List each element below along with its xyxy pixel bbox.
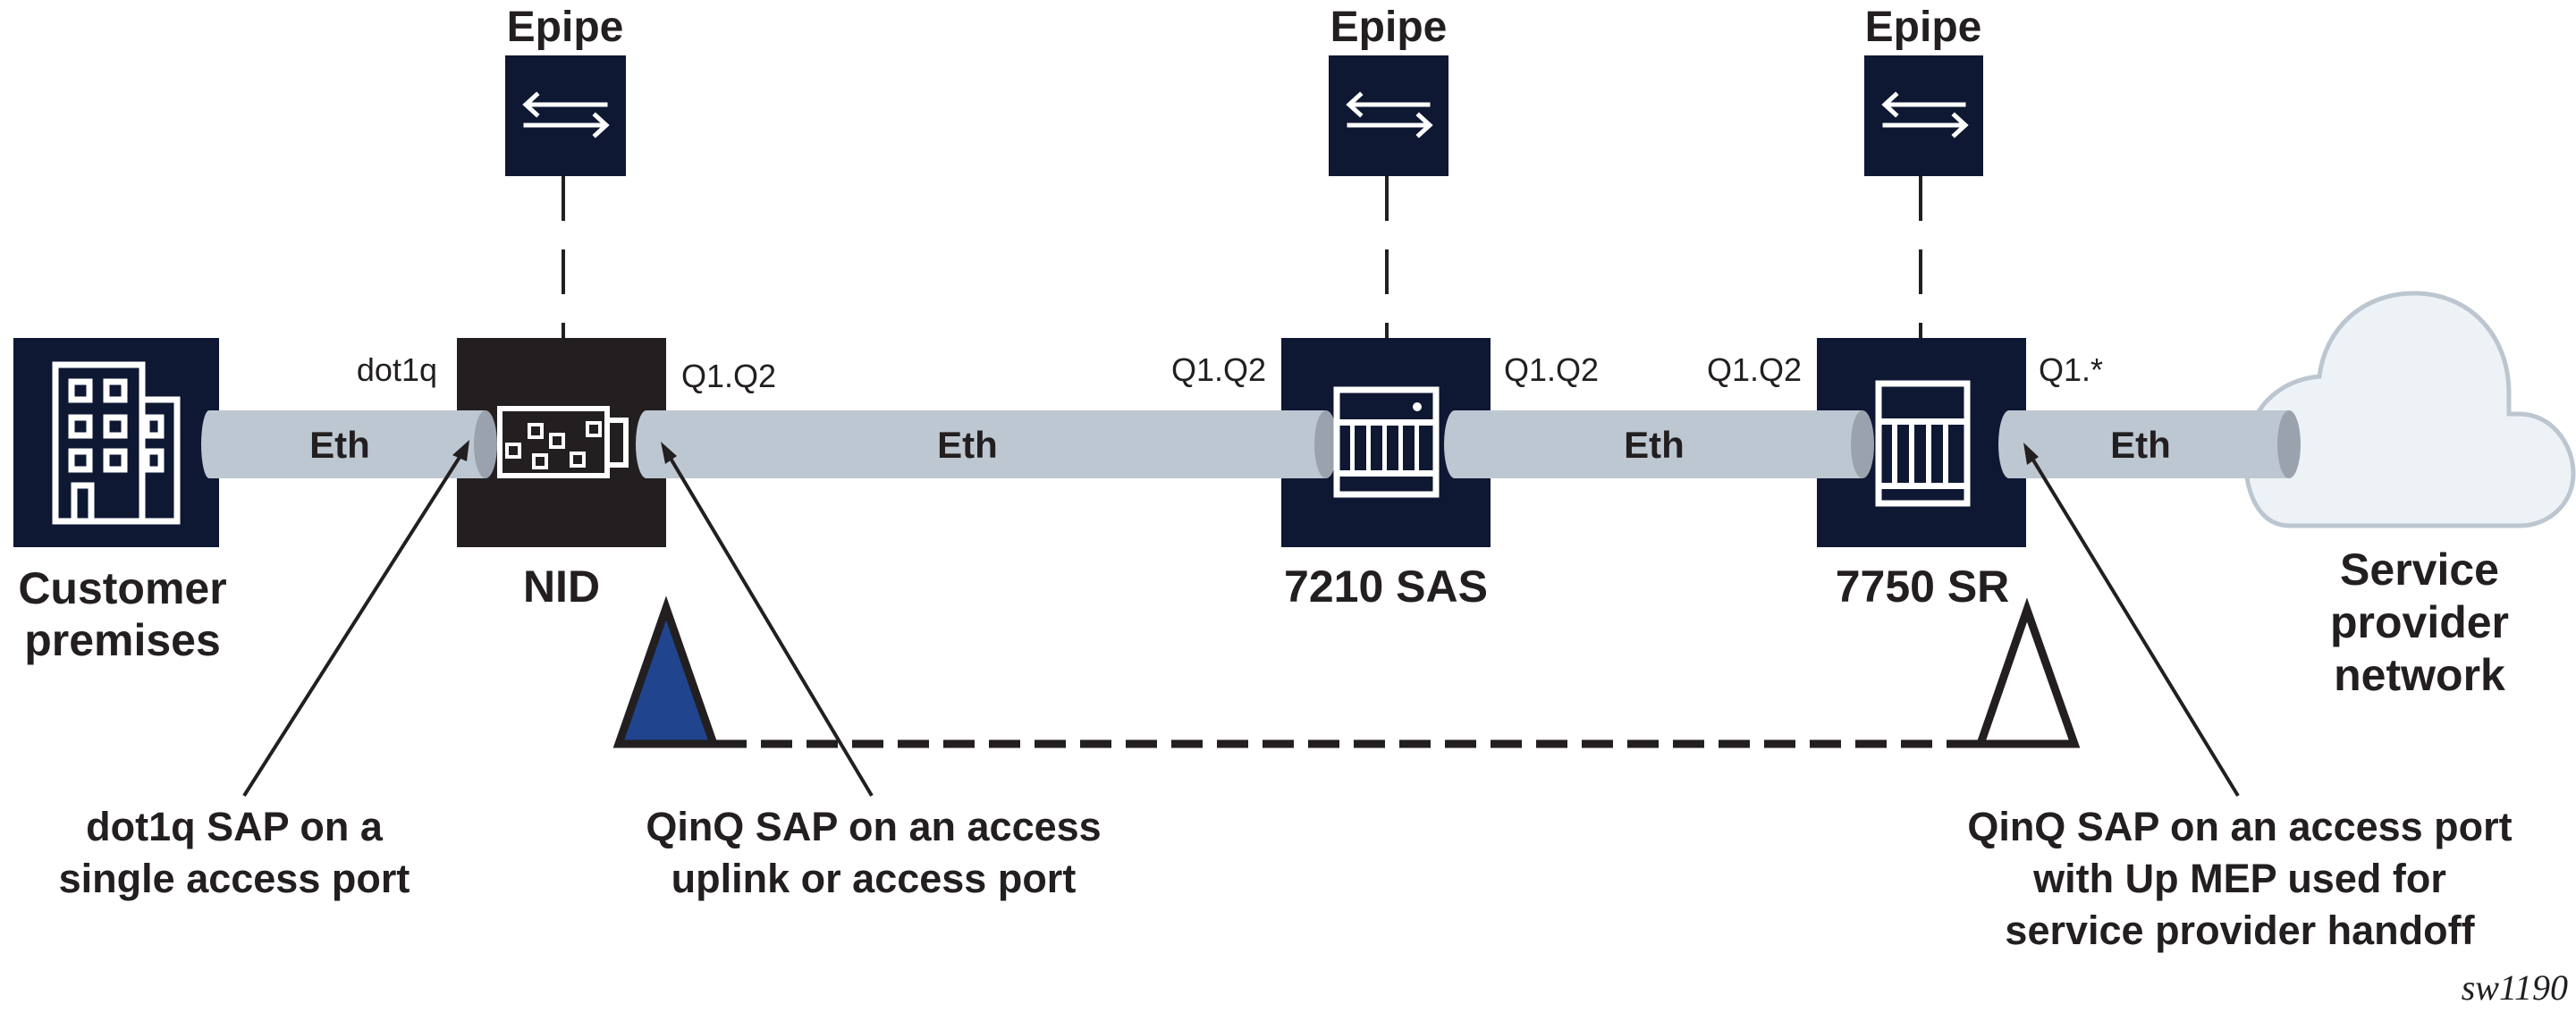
customer-premises-label-1: Customer [18, 563, 226, 613]
sr-chassis-icon [1875, 380, 1971, 507]
sr-label: 7750 SR [1836, 561, 2010, 612]
up-mep-triangle [1974, 597, 2081, 748]
arrowhead-qinq-sap-sr [2023, 443, 2039, 465]
customer-premises-box [13, 338, 219, 547]
note-qinq-nid-line2: uplink or access port [671, 856, 1077, 901]
eth-link-1: Eth [201, 410, 497, 478]
note-qinq-nid-line1: QinQ SAP on an access [646, 804, 1101, 849]
note-dot1q-line2: single access port [59, 856, 410, 901]
bidirectional-arrows-icon [522, 91, 610, 139]
bidirectional-arrows-icon [1346, 91, 1433, 139]
sas-in-port-label: Q1.Q2 [1171, 351, 1266, 388]
sr-in-port-label: Q1.Q2 [1707, 351, 1802, 388]
cloud-icon [2242, 291, 2576, 528]
arrow-dot1q-sap [242, 450, 465, 798]
eth-link-4-label: Eth [2110, 424, 2171, 466]
sr-out-port-label: Q1.* [2039, 351, 2103, 388]
down-mep-triangle [612, 595, 720, 748]
note-qinq-sr-line3: service provider handoff [2005, 907, 2475, 953]
sas-chassis-icon [1333, 386, 1440, 498]
epipe-2: Epipe [1329, 4, 1448, 346]
nid-device-icon [497, 406, 629, 478]
figure-id: sw1190 [2462, 967, 2568, 1008]
eth-link-4: Eth [1998, 410, 2301, 478]
provider-label-3: network [2334, 650, 2505, 700]
epipe-3-label: Epipe [1865, 4, 1982, 51]
note-qinq-sr-line2: with Up MEP used for [2032, 856, 2446, 901]
epipe-3-box [1864, 55, 1983, 176]
arrow-qinq-sap-sr [2028, 452, 2240, 798]
nid-label: NID [523, 561, 600, 612]
note-dot1q-line1: dot1q SAP on a [86, 804, 384, 849]
annotation-arrows [242, 440, 2240, 798]
arrowhead-qinq-sap-nid [661, 442, 677, 464]
eth-link-3: Eth [1444, 410, 1874, 478]
bidirectional-arrows-icon [1881, 91, 1969, 139]
eth-link-3-label: Eth [1624, 424, 1685, 466]
nid-in-port-label: dot1q [357, 351, 437, 388]
epipe-3: Epipe [1864, 4, 1983, 346]
note-qinq-sr-line1: QinQ SAP on an access port [1967, 804, 2512, 849]
arrowhead-dot1q-sap [452, 440, 469, 461]
customer-premises-label-2: premises [24, 615, 221, 665]
epipe-1-box [505, 55, 626, 176]
eth-link-2: Eth [636, 410, 1338, 478]
nid-out-port-label: Q1.Q2 [681, 358, 776, 394]
sas-out-port-label: Q1.Q2 [1504, 351, 1599, 388]
epipe-1-label: Epipe [507, 4, 624, 51]
epipe-1: Epipe [505, 4, 626, 346]
customer-premises-node: Customer premises [13, 338, 227, 665]
sas-label: 7210 SAS [1284, 561, 1488, 612]
building-icon [52, 361, 181, 525]
epipe-2-box [1329, 55, 1448, 176]
epipe-2-label: Epipe [1330, 4, 1448, 51]
eth-link-1-label: Eth [309, 424, 370, 466]
eth-link-2-label: Eth [937, 424, 998, 466]
arrow-qinq-sap-nid [665, 451, 874, 798]
provider-label-1: Service [2340, 544, 2499, 595]
provider-label-2: provider [2330, 597, 2509, 647]
